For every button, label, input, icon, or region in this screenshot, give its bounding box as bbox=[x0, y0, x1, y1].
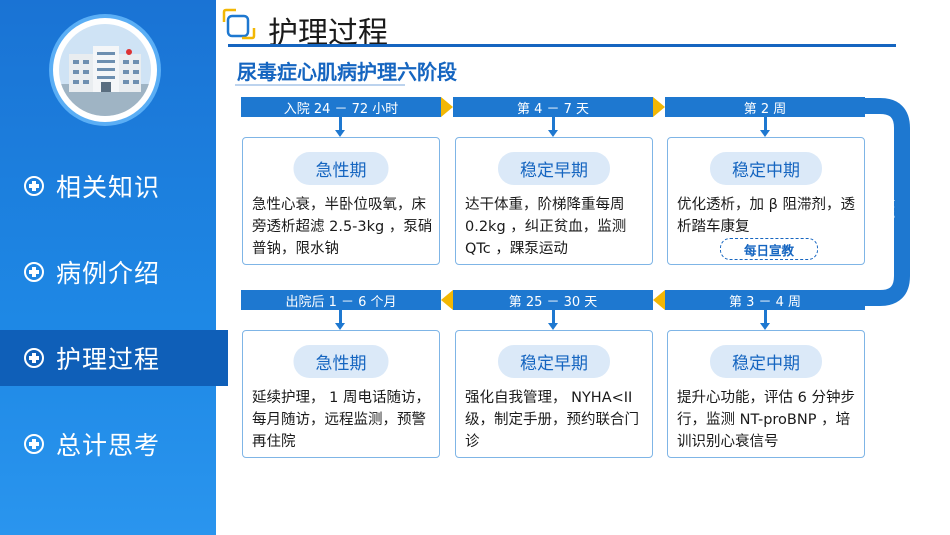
phase-description: 延续护理， 1 周电话随访，每月随访，远程监测，预警再住院 bbox=[252, 390, 430, 450]
down-arrow-icon bbox=[760, 117, 770, 137]
nav-item-summary[interactable]: 总计思考 bbox=[0, 416, 216, 472]
daily-education-badge[interactable]: 每日宣教 bbox=[720, 238, 818, 260]
hospital-photo-frame bbox=[53, 18, 157, 122]
phase-description: 急性心衰，半卧位吸氧，床旁透析超滤 2.5-3kg ，泵硝普钠，限水钠 bbox=[252, 197, 433, 257]
nav-item-related-knowledge[interactable]: 相关知识 bbox=[0, 158, 216, 214]
down-arrow-icon bbox=[548, 310, 558, 330]
phase-description: 强化自我管理， NYHA<II 级，制定手册，预约联合门诊 bbox=[465, 390, 639, 450]
nav-item-nursing-process[interactable]: 护理过程 bbox=[0, 330, 228, 386]
flow-loop-connector bbox=[862, 98, 910, 306]
timeline-band: 第 2 周 bbox=[665, 97, 865, 117]
phase-description: 达干体重，阶梯降重每周 0.2kg ，纠正贫血，监测 QTc ，踝泵运动 bbox=[465, 197, 627, 257]
medical-cross-icon bbox=[24, 348, 44, 368]
phase-pill: 稳定早期 bbox=[498, 152, 610, 185]
phase-pill: 稳定中期 bbox=[710, 152, 822, 185]
chevron-left-icon bbox=[653, 290, 665, 310]
medical-cross-icon bbox=[24, 262, 44, 282]
phase-description: 提升心功能，评估 6 分钟步行，监测 NT-proBNP ，培训识别心衰信号 bbox=[677, 390, 855, 450]
title-divider bbox=[228, 44, 896, 47]
timeline-band: 出院后 1 － 6 个月 bbox=[241, 290, 441, 310]
timeline-band: 第 3 － 4 周 bbox=[665, 290, 865, 310]
down-arrow-icon bbox=[548, 117, 558, 137]
nav-item-label: 总计思考 bbox=[56, 431, 161, 460]
hospital-photo bbox=[59, 24, 151, 116]
phase-description: 优化透析，加 β 阻滞剂，透析踏车康复 bbox=[677, 197, 855, 235]
phase-card: 稳定早期 强化自我管理， NYHA<II 级，制定手册，预约联合门诊 bbox=[455, 330, 653, 458]
flow-label: 护理流 bbox=[880, 169, 896, 221]
nav-item-case-intro[interactable]: 病例介绍 bbox=[0, 244, 216, 300]
medical-cross-icon bbox=[24, 434, 44, 454]
sidebar: 相关知识 病例介绍 护理过程 总计思考 bbox=[0, 0, 228, 535]
phase-card: 稳定中期 提升心功能，评估 6 分钟步行，监测 NT-proBNP ，培训识别心… bbox=[667, 330, 865, 458]
timeline-band: 第 25 － 30 天 bbox=[453, 290, 653, 310]
phase-card: 稳定中期 优化透析，加 β 阻滞剂，透析踏车康复 每日宣教 bbox=[667, 137, 865, 265]
down-arrow-icon bbox=[335, 117, 345, 137]
phase-card: 急性期 急性心衰，半卧位吸氧，床旁透析超滤 2.5-3kg ，泵硝普钠，限水钠 bbox=[242, 137, 440, 265]
nav-item-label: 护理过程 bbox=[56, 345, 161, 374]
chevron-right-icon bbox=[653, 97, 665, 117]
title-bracket-icon bbox=[222, 8, 256, 40]
timeline-band: 第 4 － 7 天 bbox=[453, 97, 653, 117]
nav-item-label: 相关知识 bbox=[56, 173, 161, 202]
timeline-band: 入院 24 － 72 小时 bbox=[241, 97, 441, 117]
phase-card: 急性期 延续护理， 1 周电话随访，每月随访，远程监测，预警再住院 bbox=[242, 330, 440, 458]
section-subtitle: 尿毒症心肌病护理六阶段 bbox=[237, 60, 457, 84]
chevron-left-icon bbox=[441, 290, 453, 310]
chevron-right-icon bbox=[441, 97, 453, 117]
phase-pill: 稳定早期 bbox=[498, 345, 610, 378]
subtitle-underline bbox=[235, 84, 405, 86]
down-arrow-icon bbox=[760, 310, 770, 330]
phase-pill: 急性期 bbox=[293, 152, 389, 185]
down-arrow-icon bbox=[335, 310, 345, 330]
phase-pill: 稳定中期 bbox=[710, 345, 822, 378]
phase-card: 稳定早期 达干体重，阶梯降重每周 0.2kg ，纠正贫血，监测 QTc ，踝泵运… bbox=[455, 137, 653, 265]
phase-pill: 急性期 bbox=[293, 345, 389, 378]
medical-cross-icon bbox=[24, 176, 44, 196]
nav-item-label: 病例介绍 bbox=[56, 259, 161, 288]
